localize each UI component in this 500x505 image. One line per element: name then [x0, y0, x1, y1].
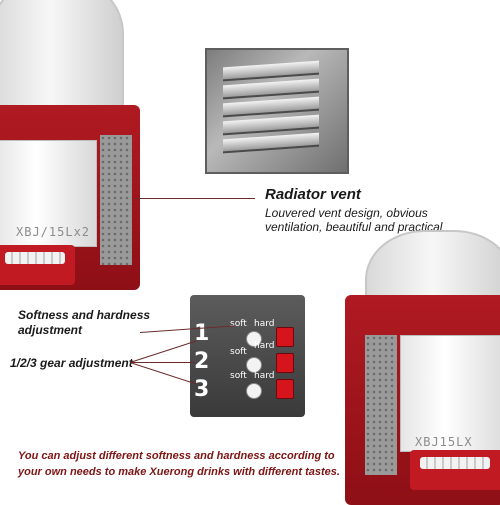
- gear-pointer-line-1: [129, 340, 197, 363]
- left-machine-bowl: [0, 0, 124, 114]
- left-machine-brand: XBJ/15Lx2: [16, 225, 91, 239]
- right-machine-drip-tray: [410, 450, 500, 490]
- gear-1-hard-label: hard: [254, 319, 275, 329]
- gear-2-hard-label: hard: [254, 341, 275, 351]
- vent-louver: [223, 78, 319, 100]
- gear-adjustment-label: 1/2/3 gear adjustment: [10, 356, 133, 370]
- gear-pointer-line-2: [130, 362, 195, 363]
- right-machine-tray-grate: [420, 457, 490, 469]
- vent-louver: [223, 60, 319, 82]
- slush-machine-right: XBJ15LX: [340, 230, 500, 505]
- slush-machine-left: XBJ/15Lx2: [0, 0, 150, 300]
- gear-1-knob: [246, 331, 262, 347]
- gear-pointer-line-3: [129, 362, 197, 385]
- softness-hardness-label: Softness and hardness adjustment: [18, 308, 151, 337]
- gear-number-2: 2: [194, 349, 210, 374]
- gear-2-soft-label: soft: [230, 347, 247, 357]
- vent-louver: [223, 114, 319, 136]
- vent-pointer-line: [135, 198, 255, 199]
- vent-title: Radiator vent: [265, 186, 361, 203]
- gear-1-soft-label: soft: [230, 319, 247, 329]
- radiator-vent-image: [205, 48, 349, 174]
- gear-2-switch: [276, 353, 294, 373]
- gear-3-hard-label: hard: [254, 371, 275, 381]
- right-machine-side-grille: [365, 335, 397, 475]
- right-machine-steel-panel: [400, 335, 500, 452]
- left-machine-steel-panel: [0, 140, 97, 247]
- gear-1-switch: [276, 327, 294, 347]
- control-panel-image: 1 soft hard 2 soft hard 3 soft hard: [190, 295, 305, 417]
- left-machine-side-grille: [100, 135, 132, 265]
- vent-description: Louvered vent design, obvious ventilatio…: [265, 206, 443, 234]
- vent-louver: [223, 96, 319, 118]
- vent-louver: [223, 132, 319, 154]
- right-machine-brand: XBJ15LX: [415, 435, 473, 449]
- left-machine-tray-grate: [5, 252, 65, 264]
- left-machine-drip-tray: [0, 245, 75, 285]
- footer-caption: You can adjust different softness and ha…: [18, 450, 340, 478]
- gear-3-switch: [276, 379, 294, 399]
- gear-3-knob: [246, 383, 262, 399]
- gear-number-1: 1: [194, 321, 210, 346]
- gear-3-soft-label: soft: [230, 371, 247, 381]
- gear-2-knob: [246, 357, 262, 373]
- gear-number-3: 3: [194, 377, 210, 402]
